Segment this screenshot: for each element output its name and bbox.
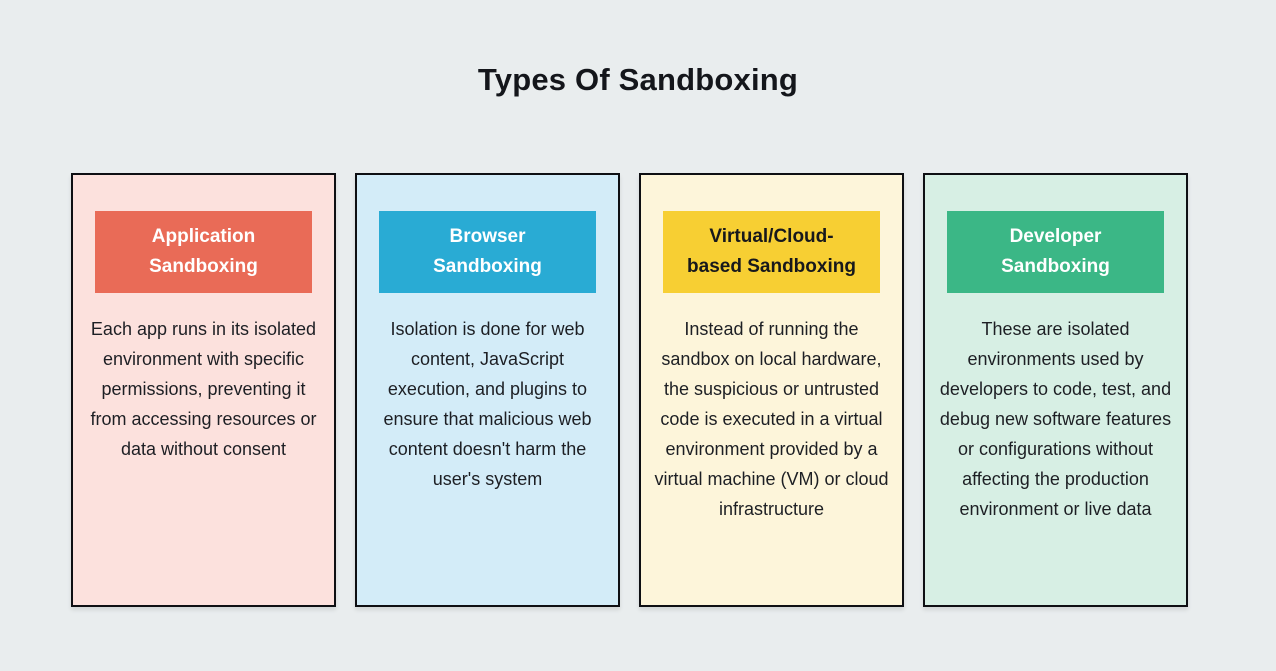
card-description: Each app runs in its isolated environmen… (90, 319, 317, 459)
card-description: Instead of running the sandbox on local … (654, 319, 889, 519)
card-application-sandboxing: Application Sandboxing Each app runs in … (71, 173, 336, 607)
card-title-line: Sandboxing (433, 256, 542, 277)
card-title-line: Sandboxing (1001, 256, 1110, 277)
card-virtual-cloud-based-sandboxing: Virtual/Cloud- based Sandboxing Instead … (639, 173, 904, 607)
card-header-developer-sandboxing: Developer Sandboxing (947, 211, 1164, 293)
card-browser-sandboxing: Browser Sandboxing Isolation is done for… (355, 173, 620, 607)
card-developer-sandboxing: Developer Sandboxing These are isolated … (923, 173, 1188, 607)
card-title-line: Virtual/Cloud- (709, 226, 834, 247)
card-title-line: based Sandboxing (687, 256, 856, 277)
card-header-virtual-cloud-based-sandboxing: Virtual/Cloud- based Sandboxing (663, 211, 880, 293)
card-header-application-sandboxing: Application Sandboxing (95, 211, 312, 293)
card-header-browser-sandboxing: Browser Sandboxing (379, 211, 596, 293)
card-title-line: Sandboxing (149, 256, 258, 277)
page-title: Types Of Sandboxing (477, 62, 799, 97)
card-title-line: Application (151, 226, 256, 247)
card-description: Isolation is done for web content, JavaS… (383, 319, 592, 489)
card-title-line: Browser (449, 226, 526, 247)
sandboxing-cards-row: Application Sandboxing Each app runs in … (71, 173, 1188, 607)
card-description: These are isolated environments used by … (939, 319, 1172, 519)
card-title-line: Developer (1009, 226, 1102, 247)
